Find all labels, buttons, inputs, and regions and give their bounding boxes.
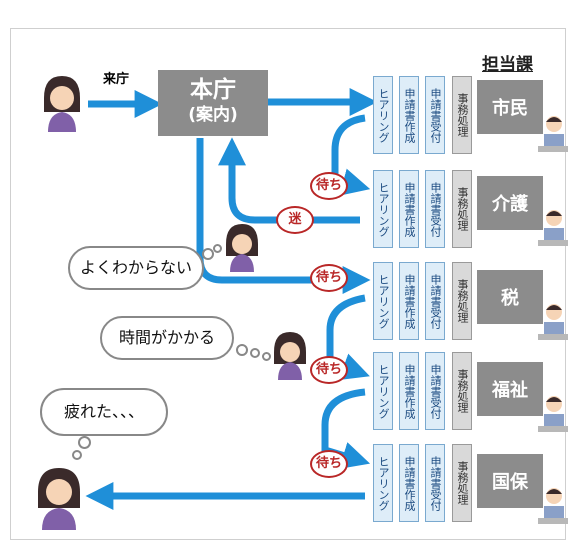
step-hearing: ヒアリング: [373, 444, 393, 522]
honcho-title: 本庁: [190, 77, 236, 103]
step-hearing: ヒアリング: [373, 170, 393, 248]
tanto-header: 担当課: [482, 55, 533, 75]
wait-badge: 待ち: [310, 172, 348, 200]
wait-badge: 待ち: [310, 264, 348, 292]
tired-person-icon: [38, 468, 80, 530]
clerk-icon: [538, 488, 568, 524]
thought-bubble-dot: [250, 348, 260, 358]
step-hearing: ヒアリング: [373, 262, 393, 340]
thought-bubble-dot: [72, 450, 82, 460]
thought-bubble-dot: [213, 244, 222, 253]
waiting-person-icon: [274, 332, 306, 380]
clerk-icon: [538, 396, 568, 432]
thought-bubble-dot: [78, 436, 91, 449]
step-form: 申請書作成: [399, 352, 419, 430]
raicho-label: 来庁: [103, 72, 130, 87]
honcho-box: 本庁 (案内): [158, 70, 268, 136]
wait-badge: 待ち: [310, 356, 348, 384]
step-reception: 申請書受付: [425, 262, 445, 340]
visitor-person-icon: [44, 76, 80, 132]
arrow-to-fukushi: [326, 294, 370, 381]
step-processing: 事務処理: [452, 76, 472, 154]
step-processing: 事務処理: [452, 262, 472, 340]
step-reception: 申請書受付: [425, 352, 445, 430]
dept-fukushi: 福祉: [477, 362, 543, 416]
step-processing: 事務処理: [452, 170, 472, 248]
clerk-icon: [538, 116, 568, 152]
step-hearing: ヒアリング: [373, 76, 393, 154]
thought-slow: 時間がかかる: [100, 316, 234, 360]
step-reception: 申請書受付: [425, 444, 445, 522]
clerk-icon: [538, 210, 568, 246]
arrow-lost-return: [218, 137, 360, 224]
thought-confused: よくわからない: [68, 246, 204, 290]
dept-kaigo: 介護: [477, 176, 543, 230]
wait-badge: 待ち: [310, 450, 348, 478]
confused-person-icon: [226, 224, 258, 272]
step-reception: 申請書受付: [425, 170, 445, 248]
thought-tired: 疲れた、、、: [40, 388, 168, 436]
step-reception: 申請書受付: [425, 76, 445, 154]
thought-bubble-dot: [262, 352, 271, 361]
step-form: 申請書作成: [399, 262, 419, 340]
step-form: 申請書作成: [399, 76, 419, 154]
thought-bubble-dot: [236, 344, 248, 356]
dept-kokuho: 国保: [477, 454, 543, 508]
dept-shimin: 市民: [477, 80, 543, 134]
lost-badge: 迷: [276, 206, 314, 234]
thought-bubble-dot: [202, 248, 214, 260]
dept-zei: 税: [477, 270, 543, 324]
step-form: 申請書作成: [399, 444, 419, 522]
step-hearing: ヒアリング: [373, 352, 393, 430]
step-processing: 事務処理: [452, 352, 472, 430]
arrow-to-kaigo: [331, 114, 371, 196]
arrow-to-kokuho: [321, 388, 371, 469]
honcho-subtitle: (案内): [188, 105, 238, 125]
step-processing: 事務処理: [452, 444, 472, 522]
clerk-icon: [538, 304, 568, 340]
step-form: 申請書作成: [399, 170, 419, 248]
